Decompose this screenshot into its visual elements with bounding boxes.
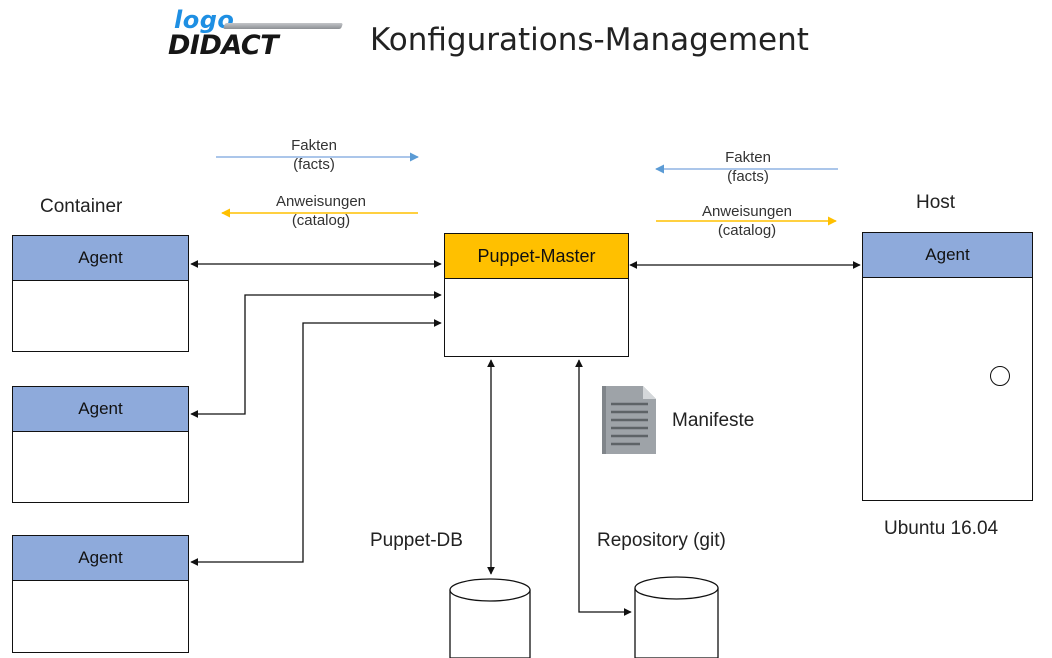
host-agent-header: Agent [863, 233, 1032, 278]
catalog-legend-left-line2: (catalog) [291, 212, 351, 229]
container-agent-box-1[interactable]: Agent [12, 235, 189, 352]
host-box[interactable]: Agent [862, 232, 1033, 501]
ubuntu-label: Ubuntu 16.04 [884, 518, 999, 539]
facts-legend-right-line2: (facts) [727, 168, 769, 185]
catalog-legend-right-line1: Anweisungen [701, 203, 793, 220]
container-label: Container [40, 196, 123, 217]
puppet-db-label: Puppet-DB [370, 530, 463, 551]
container-agent-box-3[interactable]: Agent [12, 535, 189, 653]
page-title: Konfigurations-Management [370, 22, 809, 58]
agent3-master-link [190, 319, 442, 566]
facts-legend-left-line2: (facts) [293, 156, 335, 173]
puppet-db-cylinder [449, 578, 531, 658]
logo: logo DIDACT [166, 6, 366, 66]
agent2-master-link [190, 291, 442, 418]
container-agent-box-2[interactable]: Agent [12, 386, 189, 503]
master-repo-link [575, 359, 632, 616]
logo-top-text: logo [174, 6, 235, 34]
facts-legend-right: Fakten (facts) [706, 148, 790, 186]
repository-label: Repository (git) [597, 530, 726, 551]
logo-bottom-text: DIDACT [168, 30, 279, 61]
repository-cylinder [634, 576, 719, 658]
document-icon [602, 386, 656, 454]
catalog-legend-right-line2: (catalog) [717, 222, 777, 239]
facts-legend-left-line1: Fakten [291, 137, 337, 154]
host-power-button [990, 366, 1010, 386]
puppet-master-header: Puppet-Master [445, 234, 628, 279]
agent-header: Agent [13, 536, 188, 581]
catalog-legend-left-line1: Anweisungen [275, 193, 367, 210]
host-label: Host [916, 192, 956, 213]
agent-header: Agent [13, 387, 188, 432]
facts-legend-right-line1: Fakten [725, 149, 771, 166]
catalog-legend-right: Anweisungen (catalog) [684, 202, 810, 240]
agent-header: Agent [13, 236, 188, 281]
puppet-master-box[interactable]: Puppet-Master [444, 233, 629, 357]
manifests-label: Manifeste [672, 410, 755, 431]
catalog-legend-left: Anweisungen (catalog) [258, 192, 384, 230]
facts-legend-left: Fakten (facts) [272, 136, 356, 174]
